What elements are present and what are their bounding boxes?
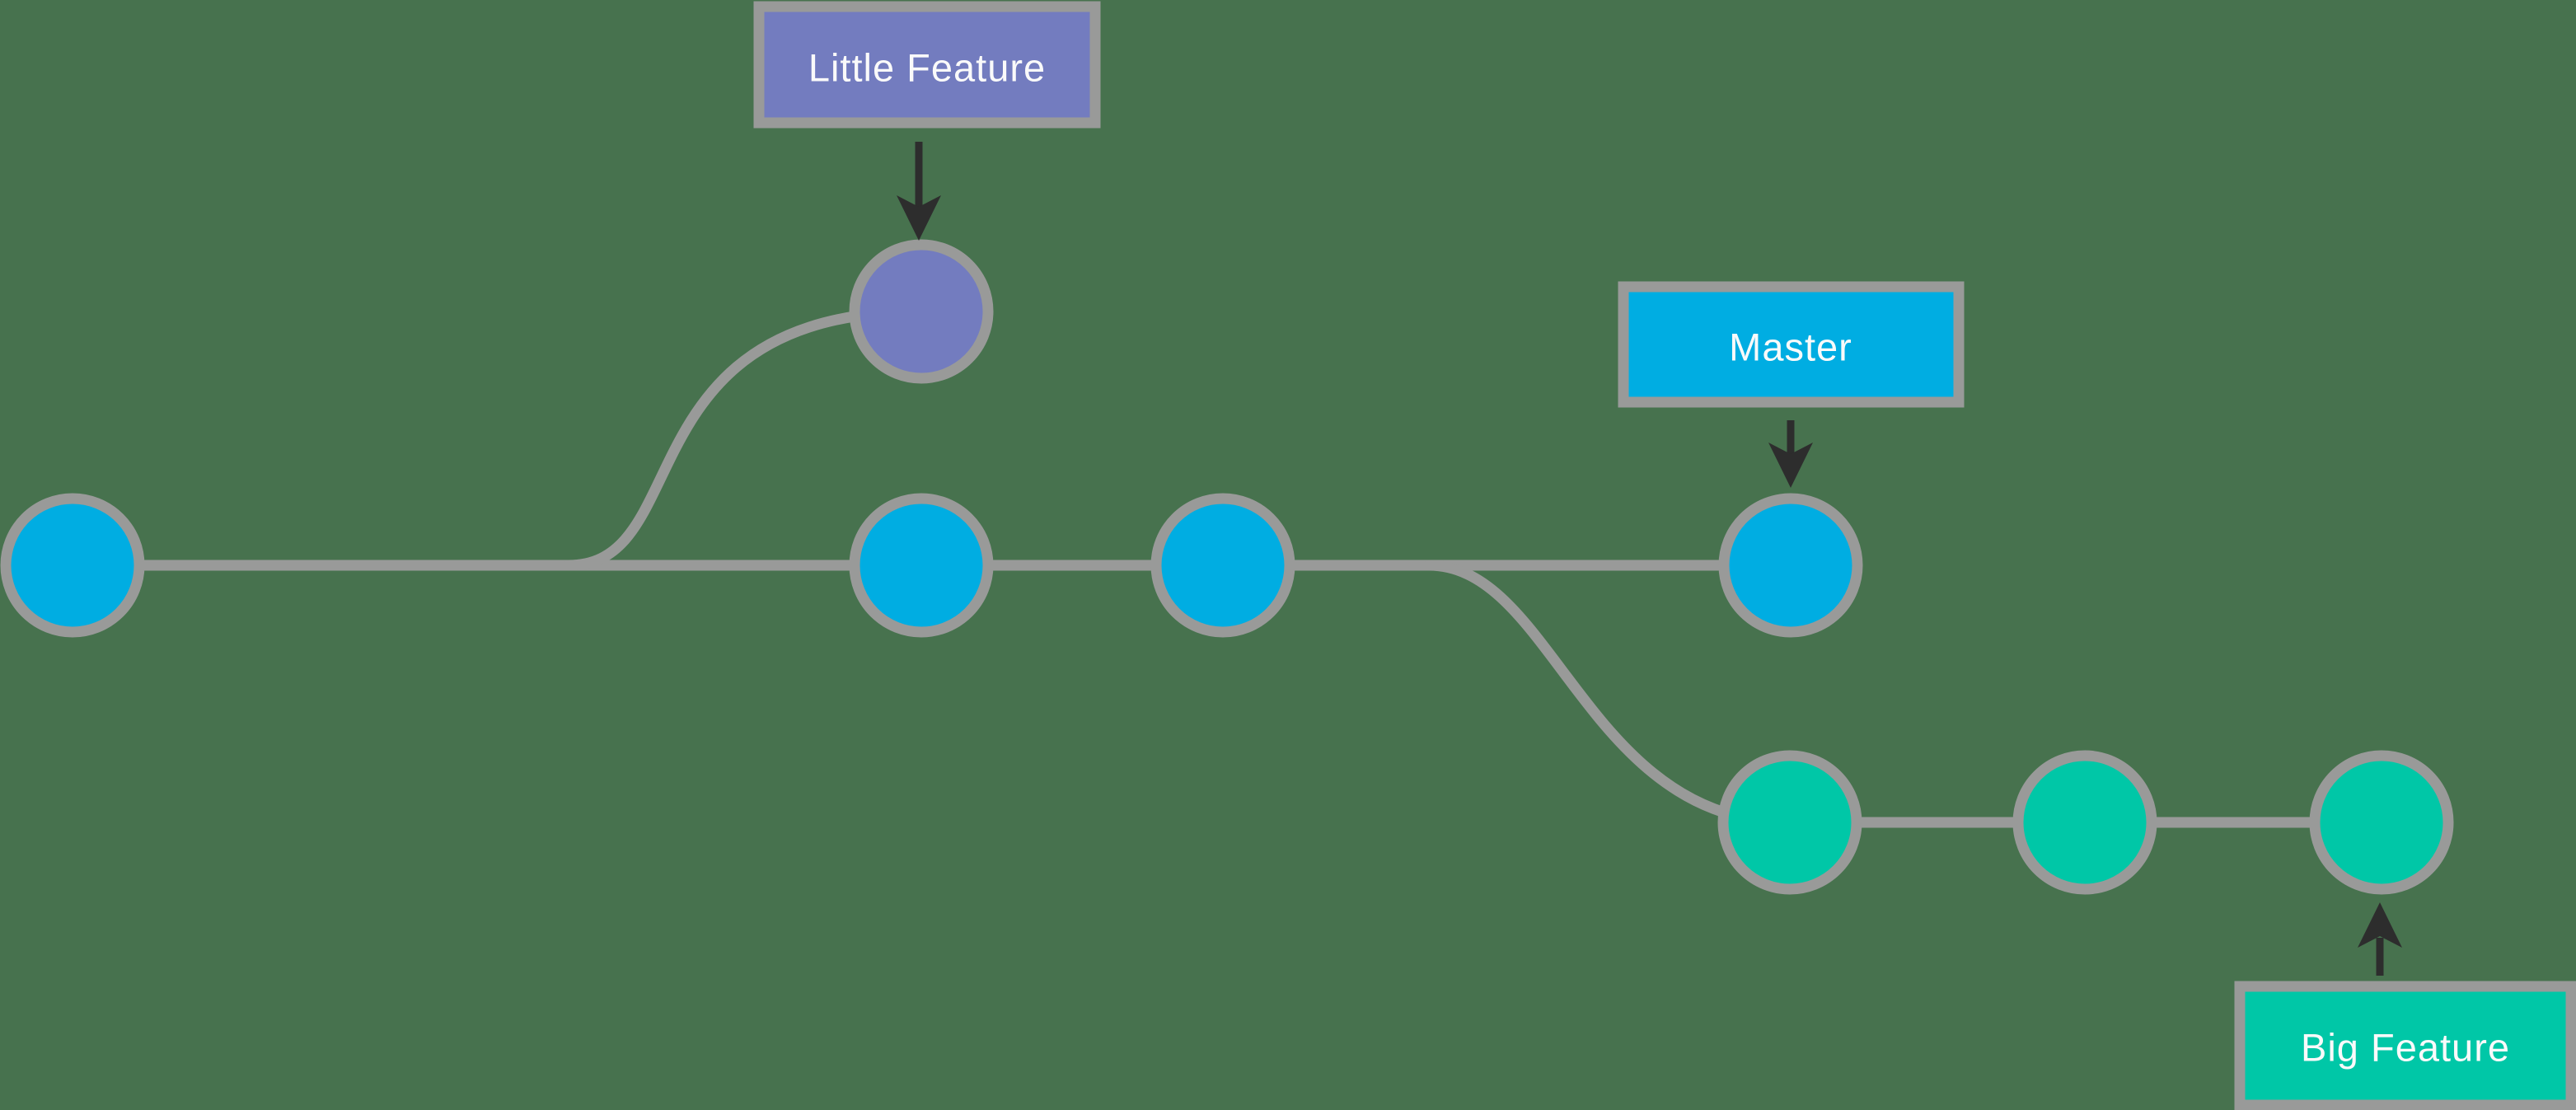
big-feature-arrow-head <box>2358 902 2402 948</box>
little-feature-arrow <box>897 142 941 241</box>
master-arrow-head <box>1768 443 1813 488</box>
master-label: Master <box>1618 281 1965 408</box>
commit-node-big-feature-2 <box>2012 750 2157 895</box>
big-feature-label-text: Big Feature <box>2301 1026 2510 1070</box>
commit-node-little-feature <box>849 239 994 384</box>
little-feature-label-box <box>753 1 1101 129</box>
master-label-text: Master <box>1729 326 1852 369</box>
master-arrow <box>1768 420 1813 488</box>
big-feature-label-box <box>2234 981 2576 1110</box>
little-feature-branch-line <box>563 306 927 571</box>
commit-node-big-feature-3 <box>2309 750 2454 895</box>
big-feature-arrow <box>2358 902 2402 976</box>
commit-node-master-2 <box>849 493 994 638</box>
commit-node-master-3 <box>1150 493 1295 638</box>
little-feature-label-text: Little Feature <box>808 46 1046 90</box>
commit-node-master-4 <box>1718 493 1863 638</box>
big-feature-label: Big Feature <box>2234 981 2576 1110</box>
little-feature-arrow-head <box>897 195 941 241</box>
master-label-box <box>1618 281 1965 408</box>
commit-node-master-1 <box>0 493 145 638</box>
commit-node-big-feature-1 <box>1717 750 1862 895</box>
little-feature-label: Little Feature <box>753 1 1101 129</box>
